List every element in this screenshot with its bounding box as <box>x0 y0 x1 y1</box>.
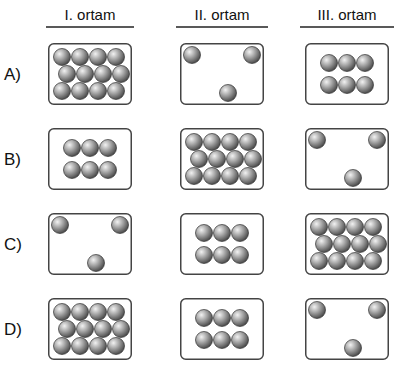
liquid-box <box>181 299 264 360</box>
solid-box <box>49 44 132 105</box>
gas-box <box>306 129 389 190</box>
solid-box <box>49 299 132 360</box>
liquid-box <box>49 129 132 190</box>
liquid-box <box>306 44 389 105</box>
gas-box <box>49 214 132 275</box>
column-header: II. ortam <box>194 7 249 22</box>
solid-box <box>181 129 264 190</box>
row-label: C) <box>4 236 22 253</box>
row-label: B) <box>4 151 21 168</box>
liquid-box <box>181 214 264 275</box>
row-label: D) <box>4 321 22 338</box>
row-label: A) <box>4 66 21 83</box>
gas-box <box>181 44 264 105</box>
column-header: III. ortam <box>317 7 376 22</box>
gas-box <box>306 299 389 360</box>
solid-box <box>306 214 389 275</box>
column-header: I. ortam <box>65 7 116 22</box>
header-underline <box>46 26 394 27</box>
